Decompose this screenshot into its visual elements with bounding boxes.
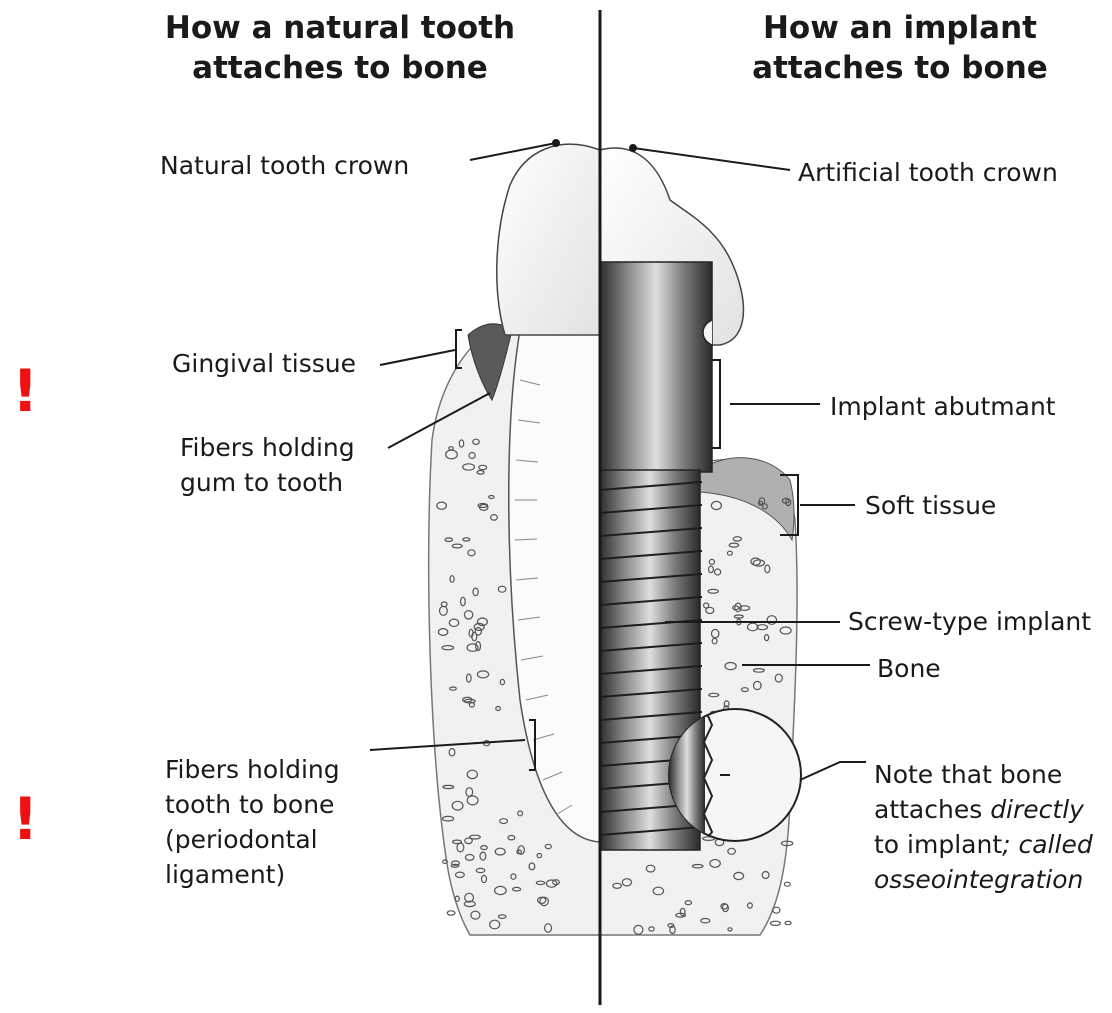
label-natural-crown: Natural tooth crown: [160, 148, 409, 183]
warning-marker-upper: !: [12, 362, 38, 420]
label-note-line3b: ; called: [1002, 830, 1093, 859]
label-fibers-gum-line1: Fibers holding: [180, 430, 355, 465]
label-fibers-bone-line1: Fibers holding: [165, 752, 340, 787]
bone-speckle: [770, 921, 780, 925]
heading-implant-line2: attaches to bone: [710, 48, 1090, 88]
label-fibers-gum: Fibers holding gum to tooth: [180, 430, 355, 500]
label-note-line2: attaches directly: [874, 792, 1093, 827]
heading-implant: How an implant attaches to bone: [710, 8, 1090, 88]
label-soft-tissue: Soft tissue: [865, 488, 996, 523]
heading-natural-line2: attaches to bone: [150, 48, 530, 88]
label-artificial-crown: Artificial tooth crown: [798, 155, 1058, 190]
label-note-line3a: to implant: [874, 830, 1002, 859]
label-note-line2a: attaches: [874, 795, 990, 824]
label-bone: Bone: [877, 651, 941, 686]
label-fibers-gum-line2: gum to tooth: [180, 465, 355, 500]
heading-natural-line1: How a natural tooth: [150, 8, 530, 48]
label-gingival-tissue: Gingival tissue: [172, 346, 356, 381]
bone-speckle: [447, 911, 455, 915]
label-note: Note that bone attaches directly to impl…: [874, 757, 1093, 897]
bone-speckle: [784, 882, 790, 886]
label-fibers-bone-line4: ligament): [165, 857, 340, 892]
label-note-line4: osseointegration: [874, 862, 1093, 897]
label-note-line1: Note that bone: [874, 757, 1093, 792]
heading-natural: How a natural tooth attaches to bone: [150, 8, 530, 88]
warning-marker-lower: !: [12, 790, 38, 848]
label-screw-implant: Screw-type implant: [848, 604, 1091, 639]
label-fibers-bone-line2: tooth to bone: [165, 787, 340, 822]
bone-speckle: [773, 907, 780, 913]
bone-speckle: [785, 921, 791, 924]
label-fibers-bone-line3: (periodontal: [165, 822, 340, 857]
label-fibers-bone: Fibers holding tooth to bone (periodonta…: [165, 752, 340, 892]
natural-crown: [497, 144, 600, 335]
label-implant-abutment: Implant abutmant: [830, 389, 1056, 424]
heading-implant-line1: How an implant: [710, 8, 1090, 48]
label-note-line2b: directly: [990, 795, 1084, 824]
label-note-line3: to implant; called: [874, 827, 1093, 862]
abutment: [600, 262, 712, 472]
